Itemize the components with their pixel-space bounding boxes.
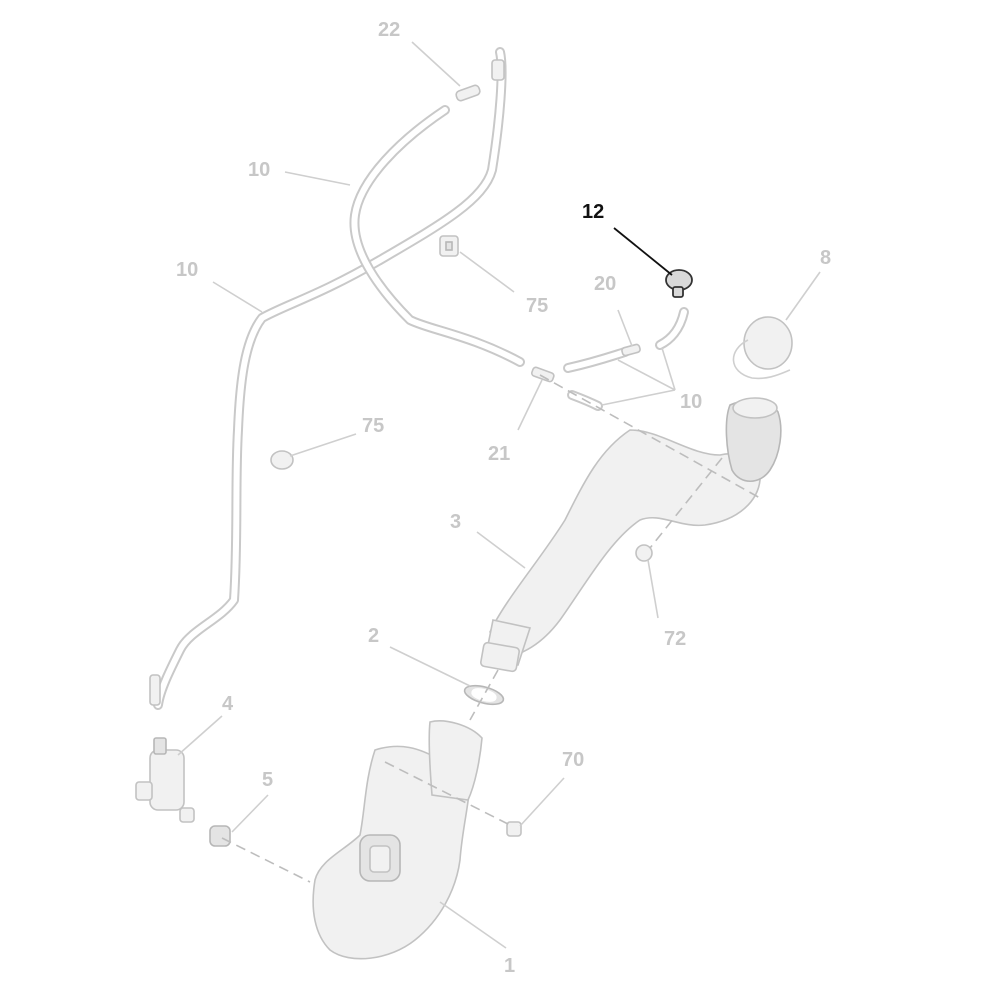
callout-75-upper: 75 — [526, 295, 548, 317]
hose-upper — [153, 47, 507, 710]
callout-75-lower: 75 — [362, 415, 384, 437]
callout-8: 8 — [820, 247, 831, 269]
nozzle-12 — [665, 269, 693, 298]
callout-70: 70 — [562, 749, 584, 771]
callout-22: 22 — [378, 19, 400, 41]
clip-75-lower — [270, 450, 294, 470]
reservoir-1 — [312, 720, 483, 960]
callout-20: 20 — [594, 273, 616, 295]
callout-21: 21 — [488, 443, 510, 465]
callout-72: 72 — [664, 628, 686, 650]
grommet-72 — [635, 544, 653, 562]
screw-70 — [506, 821, 522, 837]
callout-10-right: 10 — [680, 391, 702, 413]
connector-22 — [455, 59, 505, 102]
filler-neck-3 — [480, 397, 782, 673]
pump-4 — [135, 674, 195, 823]
callout-labels: 22 10 10 75 12 20 8 10 75 21 3 72 2 4 5 … — [176, 19, 831, 977]
grommet-5 — [209, 825, 231, 847]
callout-1: 1 — [504, 955, 515, 977]
filler-cap-8 — [732, 316, 793, 380]
clip-75-upper — [439, 235, 459, 257]
callout-5: 5 — [262, 769, 273, 791]
callout-10-left: 10 — [176, 259, 198, 281]
assembly-lines — [221, 374, 761, 883]
callout-3: 3 — [450, 511, 461, 533]
callout-4: 4 — [222, 693, 234, 715]
connector-21 — [530, 366, 555, 383]
leader-lines — [177, 41, 821, 949]
callout-2: 2 — [368, 625, 379, 647]
connector-20 — [621, 343, 641, 357]
hose-middle — [349, 105, 525, 367]
callout-10-upper: 10 — [248, 159, 270, 181]
callout-12: 12 — [582, 201, 604, 223]
